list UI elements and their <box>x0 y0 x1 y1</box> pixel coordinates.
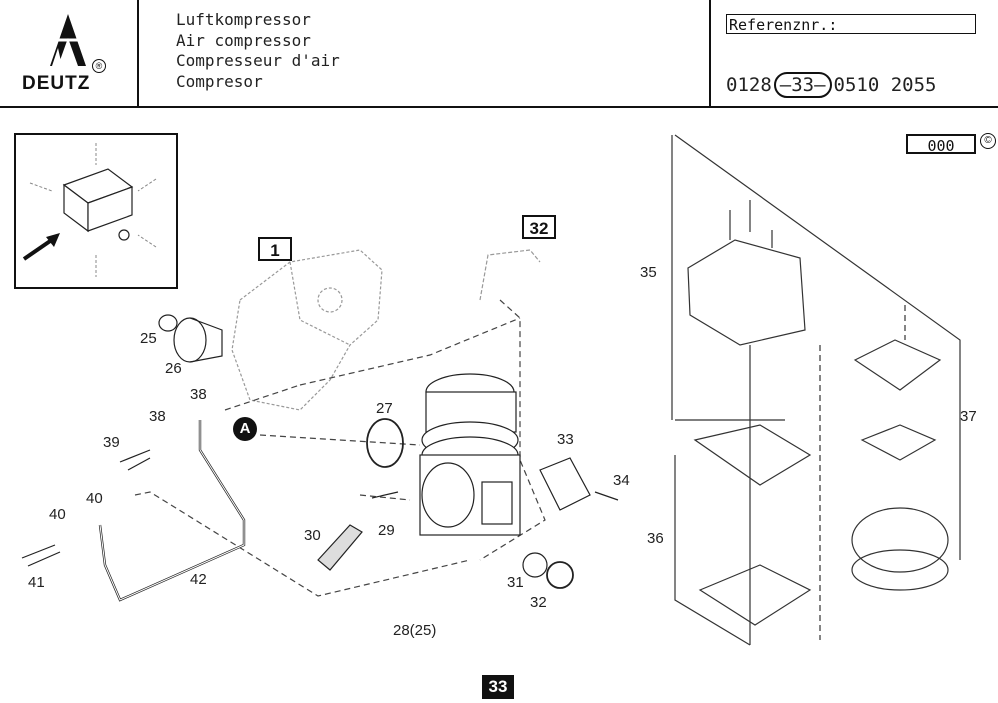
title-de: Luftkompressor <box>176 10 311 29</box>
header-divider-right <box>709 0 711 106</box>
part-label-39: 39 <box>103 434 120 451</box>
part-label-34: 34 <box>613 472 630 489</box>
part-label-29: 29 <box>378 522 395 539</box>
part-label-40-upper: 40 <box>86 490 103 507</box>
title-en: Air compressor <box>176 30 311 50</box>
oil-pipe-42 <box>98 420 246 602</box>
seal-31 <box>522 552 548 578</box>
part-label-30: 30 <box>304 527 321 544</box>
seal-32 <box>546 561 574 589</box>
part-label-27: 27 <box>376 400 393 417</box>
part-label-38-upper: 38 <box>190 386 207 403</box>
part-label-25: 25 <box>140 330 157 347</box>
deutz-mountain-icon <box>50 14 86 66</box>
part-label-33: 33 <box>557 431 574 448</box>
reference-32-box[interactable]: 32 <box>522 215 556 239</box>
reference-1-box[interactable]: 1 <box>258 237 292 261</box>
gear-26 <box>158 314 223 363</box>
part-label-32: 32 <box>530 594 547 611</box>
ref-suffix: 0510 2055 <box>833 74 937 96</box>
ref-prefix: 0128 <box>726 74 772 96</box>
part-label-36: 36 <box>647 530 664 547</box>
deutz-logo: DEUTZ ® <box>0 0 137 106</box>
header-divider-left <box>137 0 139 106</box>
gasket-27 <box>366 418 404 468</box>
reference-number: 0128–33–0510 2055 <box>726 72 936 98</box>
page-code-box: 000 <box>906 134 976 155</box>
ref-group-circled: –33– <box>773 72 832 98</box>
engine-block-outline <box>231 249 383 411</box>
header-bar: DEUTZ ® Luftkompressor Air compressor Co… <box>0 0 998 108</box>
reference-field[interactable]: Referenznr.: <box>726 14 976 34</box>
part-label-26: 26 <box>165 360 182 377</box>
copyright-mark: © <box>980 133 996 149</box>
title-es: Compresor <box>176 71 263 91</box>
pipe-ref-32 <box>479 249 541 301</box>
compressor-location-icon <box>22 143 157 277</box>
part-label-40-lower: 40 <box>49 506 66 523</box>
marker-a-badge: A <box>233 417 257 441</box>
compressor-body <box>419 373 521 536</box>
sealant-tube-30 <box>317 524 363 571</box>
page-number-badge[interactable]: 33 <box>482 675 514 699</box>
part-label-35: 35 <box>640 264 657 281</box>
part-label-28: 28(25) <box>393 622 437 639</box>
registered-mark: ® <box>92 59 106 73</box>
part-label-31: 31 <box>507 574 524 591</box>
inset-location-view <box>14 133 178 289</box>
part-title-list: Luftkompressor Air compressor Compresseu… <box>176 10 340 92</box>
part-label-38-lower: 38 <box>149 408 166 425</box>
part-label-42: 42 <box>190 571 207 588</box>
title-fr: Compresseur d'air <box>176 51 340 70</box>
part-label-37: 37 <box>960 408 977 425</box>
brand-name: DEUTZ <box>22 73 91 94</box>
cover-33 <box>539 457 591 511</box>
bolts <box>21 449 619 567</box>
cylinder-head-assembly <box>671 134 961 646</box>
leader-lines <box>134 299 546 597</box>
part-label-41: 41 <box>28 574 45 591</box>
